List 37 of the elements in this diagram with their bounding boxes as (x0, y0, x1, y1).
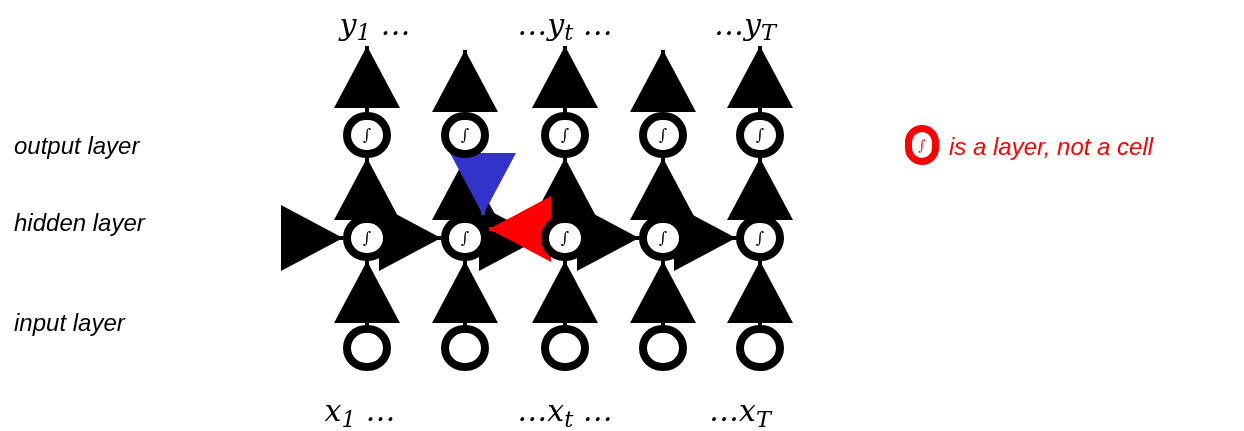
output-label: …y$_{T}$ (680, 2, 810, 46)
arrow (630, 50, 696, 112)
layer-node: ∫ (441, 112, 489, 158)
legend-text: is a layer, not a cell (949, 132, 1154, 162)
layer-node: ∫ (736, 112, 784, 158)
arrow (727, 46, 793, 112)
input-node (736, 325, 784, 371)
layer-node: ∫ (639, 112, 687, 158)
layer-label: hidden layer (14, 208, 145, 238)
arrow (532, 261, 598, 325)
input-node (541, 325, 589, 371)
input-node (441, 325, 489, 371)
layer-symbol: ∫ (905, 125, 939, 165)
arrow (727, 261, 793, 325)
layer-node: ∫ (541, 112, 589, 158)
arrow (630, 158, 696, 220)
input-label: …x$_{T}$ (708, 392, 774, 431)
arrow (334, 46, 400, 112)
output-label: …y$_{t}$ … (500, 2, 630, 46)
input-label: …x$_{t}$ … (516, 392, 614, 431)
arrow (281, 205, 343, 271)
arrow (450, 153, 516, 215)
arrow (432, 261, 498, 325)
arrow (532, 46, 598, 112)
arrow (630, 261, 696, 325)
arrow (489, 196, 551, 262)
arrow (334, 261, 400, 325)
output-label: y$_{1}$ … (310, 2, 440, 46)
input-node (639, 325, 687, 371)
arrow (334, 158, 400, 220)
arrow (727, 158, 793, 220)
layer-node: ∫ (343, 112, 391, 158)
arrow (432, 50, 498, 112)
input-node (343, 325, 391, 371)
layer-label: input layer (14, 308, 125, 338)
input-label: x$_{1}$ … (323, 392, 397, 431)
layer-label: output layer (14, 131, 140, 161)
